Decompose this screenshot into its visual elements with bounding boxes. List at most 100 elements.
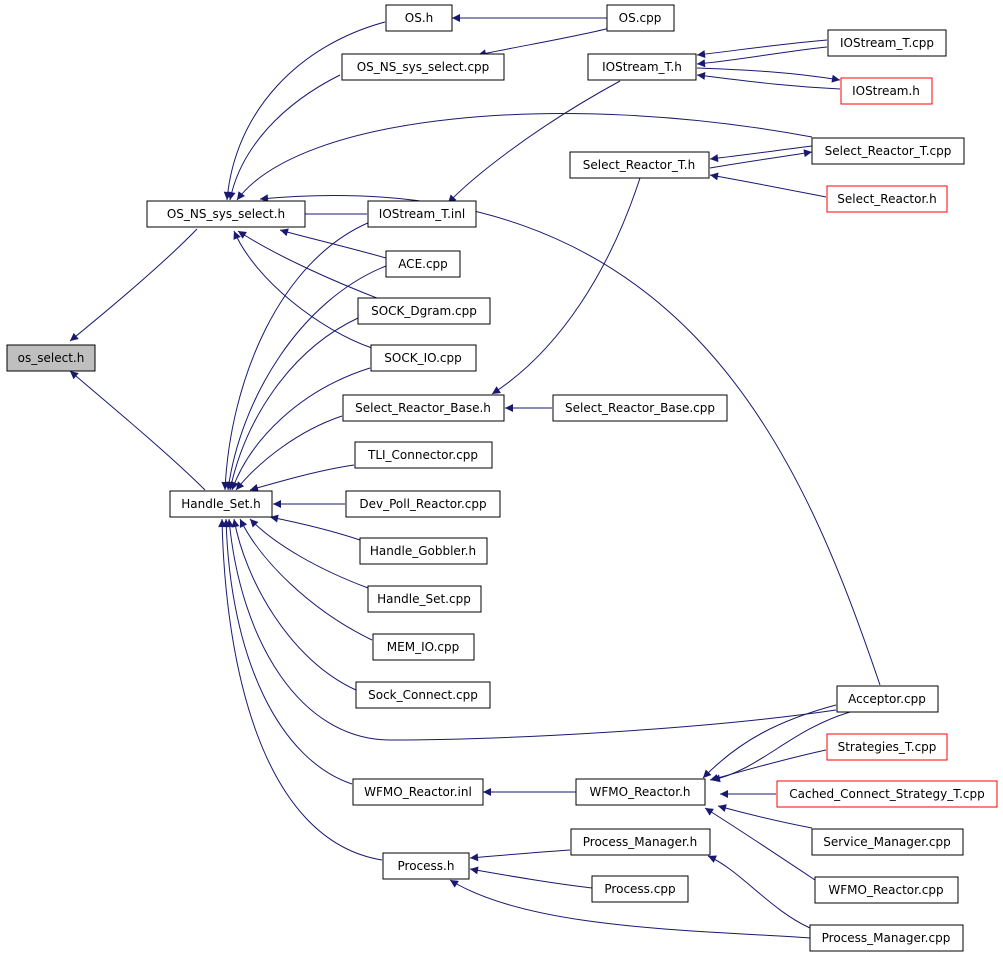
- node-iostream-t-cpp[interactable]: IOStream_T.cpp: [827, 29, 947, 57]
- edge-wfmo-reactor-inl-to-handle-set-h: [222, 518, 353, 785]
- node-label: Process.h: [398, 859, 455, 873]
- node-handle-set-cpp[interactable]: Handle_Set.cpp: [367, 585, 482, 613]
- node-dev-poll-reactor-cpp[interactable]: Dev_Poll_Reactor.cpp: [345, 490, 501, 518]
- edge-ace-cpp-to-handle-set-h: [225, 265, 387, 491]
- edge-handle-set-cpp-to-handle-set-h: [249, 518, 369, 589]
- edge-mem-io-cpp-to-handle-set-h: [239, 518, 373, 641]
- node-select-reactor-t-h[interactable]: Select_Reactor_T.h: [569, 151, 710, 179]
- nodes: os_select.h OS_NS_sys_select.h Handle_Se…: [6, 4, 998, 952]
- node-label: OS_NS_sys_select.cpp: [357, 60, 490, 74]
- node-cached-connect-strategy-t-cpp[interactable]: Cached_Connect_Strategy_T.cpp: [776, 780, 998, 808]
- edge-iostream-t-cpp-to-iostream-t-h-lower: [696, 46, 828, 68]
- node-sock-connect-cpp[interactable]: Sock_Connect.cpp: [355, 681, 491, 709]
- edge-select-reactor-t-cpp-to-os-ns-sys-select-h: [236, 113, 813, 201]
- node-label: WFMO_Reactor.inl: [364, 785, 472, 799]
- node-process-manager-h[interactable]: Process_Manager.h: [570, 828, 711, 856]
- edge-iostream-t-cpp-to-iostream-t-h: [696, 39, 828, 59]
- node-label: Select_Reactor_Base.cpp: [565, 401, 715, 415]
- edge-ace-cpp-to-os-ns-sys-select-h: [279, 228, 387, 259]
- node-process-cpp[interactable]: Process.cpp: [591, 875, 689, 903]
- edge-os-ns-sys-select-cpp-to-os-ns-sys-select-h: [227, 74, 341, 201]
- edge-select-reactor-h-to-select-reactor-t-h: [709, 172, 827, 198]
- node-label: Handle_Gobbler.h: [370, 544, 476, 558]
- node-tli-connector-cpp[interactable]: TLI_Connector.cpp: [354, 441, 493, 469]
- node-select-reactor-base-cpp[interactable]: Select_Reactor_Base.cpp: [552, 394, 728, 422]
- node-label: IOStream_T.cpp: [840, 36, 934, 50]
- edge-iostream-h-to-iostream-t-h: [696, 71, 841, 90]
- node-iostream-t-inl[interactable]: IOStream_T.inl: [367, 200, 477, 228]
- node-ace-cpp[interactable]: ACE.cpp: [385, 250, 461, 278]
- node-acceptor-cpp[interactable]: Acceptor.cpp: [836, 685, 939, 713]
- edge-process-manager-cpp-to-process-h: [449, 879, 811, 939]
- node-os-ns-sys-select-h[interactable]: OS_NS_sys_select.h: [146, 200, 306, 228]
- node-os-ns-sys-select-cpp[interactable]: OS_NS_sys_select.cpp: [341, 53, 505, 81]
- node-label: Sock_Connect.cpp: [368, 688, 478, 702]
- node-label: Strategies_T.cpp: [838, 740, 937, 754]
- edges: [69, 14, 881, 939]
- edge-select-reactor-t-h-to-select-reactor-t-cpp: [709, 149, 813, 169]
- node-os-select-h[interactable]: os_select.h: [6, 344, 96, 372]
- node-mem-io-cpp[interactable]: MEM_IO.cpp: [372, 633, 475, 661]
- node-process-h[interactable]: Process.h: [382, 852, 470, 880]
- node-sock-io-cpp[interactable]: SOCK_IO.cpp: [370, 344, 477, 372]
- edge-iostream-t-h-to-os-ns-sys-select-h: [447, 80, 621, 204]
- edge-process-manager-h-to-process-h: [469, 849, 571, 862]
- edge-acceptor-cpp-to-wfmo-reactor-h: [702, 704, 837, 779]
- node-label: ACE.cpp: [398, 257, 448, 271]
- edge-service-manager-cpp-to-wfmo-reactor-h: [717, 804, 813, 829]
- edge-sock-connect-cpp-to-handle-set-h: [231, 518, 357, 691]
- node-label: Select_Reactor_T.h: [583, 158, 695, 172]
- node-label: TLI_Connector.cpp: [367, 448, 478, 462]
- edge-acceptor-cpp-to-os-ns-sys-select-h: [259, 194, 881, 686]
- edge-sock-io-cpp-to-handle-set-h: [230, 367, 371, 491]
- node-handle-set-h[interactable]: Handle_Set.h: [169, 490, 273, 518]
- edge-sock-dgram-cpp-to-os-ns-sys-select-h: [237, 230, 383, 301]
- edge-acceptor-cpp-to-handle-set-h: [225, 518, 837, 741]
- edge-handle-set-h-to-os-select-h: [69, 370, 206, 491]
- node-wfmo-reactor-cpp[interactable]: WFMO_Reactor.cpp: [814, 876, 959, 904]
- node-label: OS_NS_sys_select.h: [167, 207, 285, 221]
- node-wfmo-reactor-inl[interactable]: WFMO_Reactor.inl: [352, 778, 484, 806]
- edge-os-ns-sys-select-cpp-to-os-h: [477, 27, 611, 58]
- node-process-manager-cpp[interactable]: Process_Manager.cpp: [809, 924, 964, 952]
- node-iostream-t-h[interactable]: IOStream_T.h: [587, 53, 697, 81]
- node-label: Handle_Set.cpp: [377, 592, 471, 606]
- node-label: OS.h: [405, 11, 433, 25]
- node-label: Process.cpp: [604, 882, 675, 896]
- node-label: IOStream.h: [852, 84, 920, 98]
- node-os-h[interactable]: OS.h: [385, 4, 453, 32]
- edge-wfmo-reactor-cpp-to-wfmo-reactor-h: [704, 807, 816, 881]
- node-select-reactor-base-h[interactable]: Select_Reactor_Base.h: [342, 394, 505, 422]
- node-label: Handle_Set.h: [181, 497, 260, 511]
- node-os-cpp[interactable]: OS.cpp: [606, 4, 675, 32]
- edge-sock-io-cpp-to-os-ns-sys-select-h: [233, 230, 373, 349]
- edge-os-h-to-os-ns-sys-select-h: [223, 21, 386, 201]
- edge-select-reactor-t-cpp-to-select-reactor-t-h: [709, 145, 813, 163]
- node-wfmo-reactor-h[interactable]: WFMO_Reactor.h: [575, 778, 706, 806]
- node-service-manager-cpp[interactable]: Service_Manager.cpp: [811, 828, 964, 856]
- node-label: Service_Manager.cpp: [823, 835, 951, 849]
- node-label: Select_Reactor.h: [837, 192, 936, 206]
- node-handle-gobbler-h[interactable]: Handle_Gobbler.h: [359, 537, 488, 565]
- edge-strategies-t-cpp-to-wfmo-reactor-h: [709, 749, 827, 782]
- node-strategies-t-cpp[interactable]: Strategies_T.cpp: [826, 733, 948, 761]
- edge-iostream-t-h-to-iostream-h: [696, 67, 841, 83]
- node-label: IOStream_T.inl: [379, 207, 465, 221]
- node-label: os_select.h: [18, 351, 85, 365]
- node-select-reactor-t-cpp[interactable]: Select_Reactor_T.cpp: [811, 137, 965, 165]
- edge-sock-dgram-cpp-to-handle-set-h: [227, 317, 359, 491]
- node-iostream-h[interactable]: IOStream.h: [840, 77, 933, 105]
- node-label: SOCK_Dgram.cpp: [371, 304, 477, 318]
- node-label: Acceptor.cpp: [848, 692, 926, 706]
- edge-select-reactor-base-h-to-handle-set-h: [235, 415, 343, 491]
- node-label: WFMO_Reactor.h: [590, 785, 691, 799]
- node-label: Select_Reactor_Base.h: [355, 401, 491, 415]
- node-sock-dgram-cpp[interactable]: SOCK_Dgram.cpp: [357, 297, 491, 325]
- node-select-reactor-h[interactable]: Select_Reactor.h: [826, 185, 948, 213]
- node-label: OS.cpp: [619, 11, 662, 25]
- edge-iostream-t-inl-to-handle-set-h: [221, 221, 371, 491]
- node-label: SOCK_IO.cpp: [384, 351, 461, 365]
- edge-process-h-to-handle-set-h: [218, 518, 383, 861]
- node-label: Select_Reactor_T.cpp: [825, 144, 952, 158]
